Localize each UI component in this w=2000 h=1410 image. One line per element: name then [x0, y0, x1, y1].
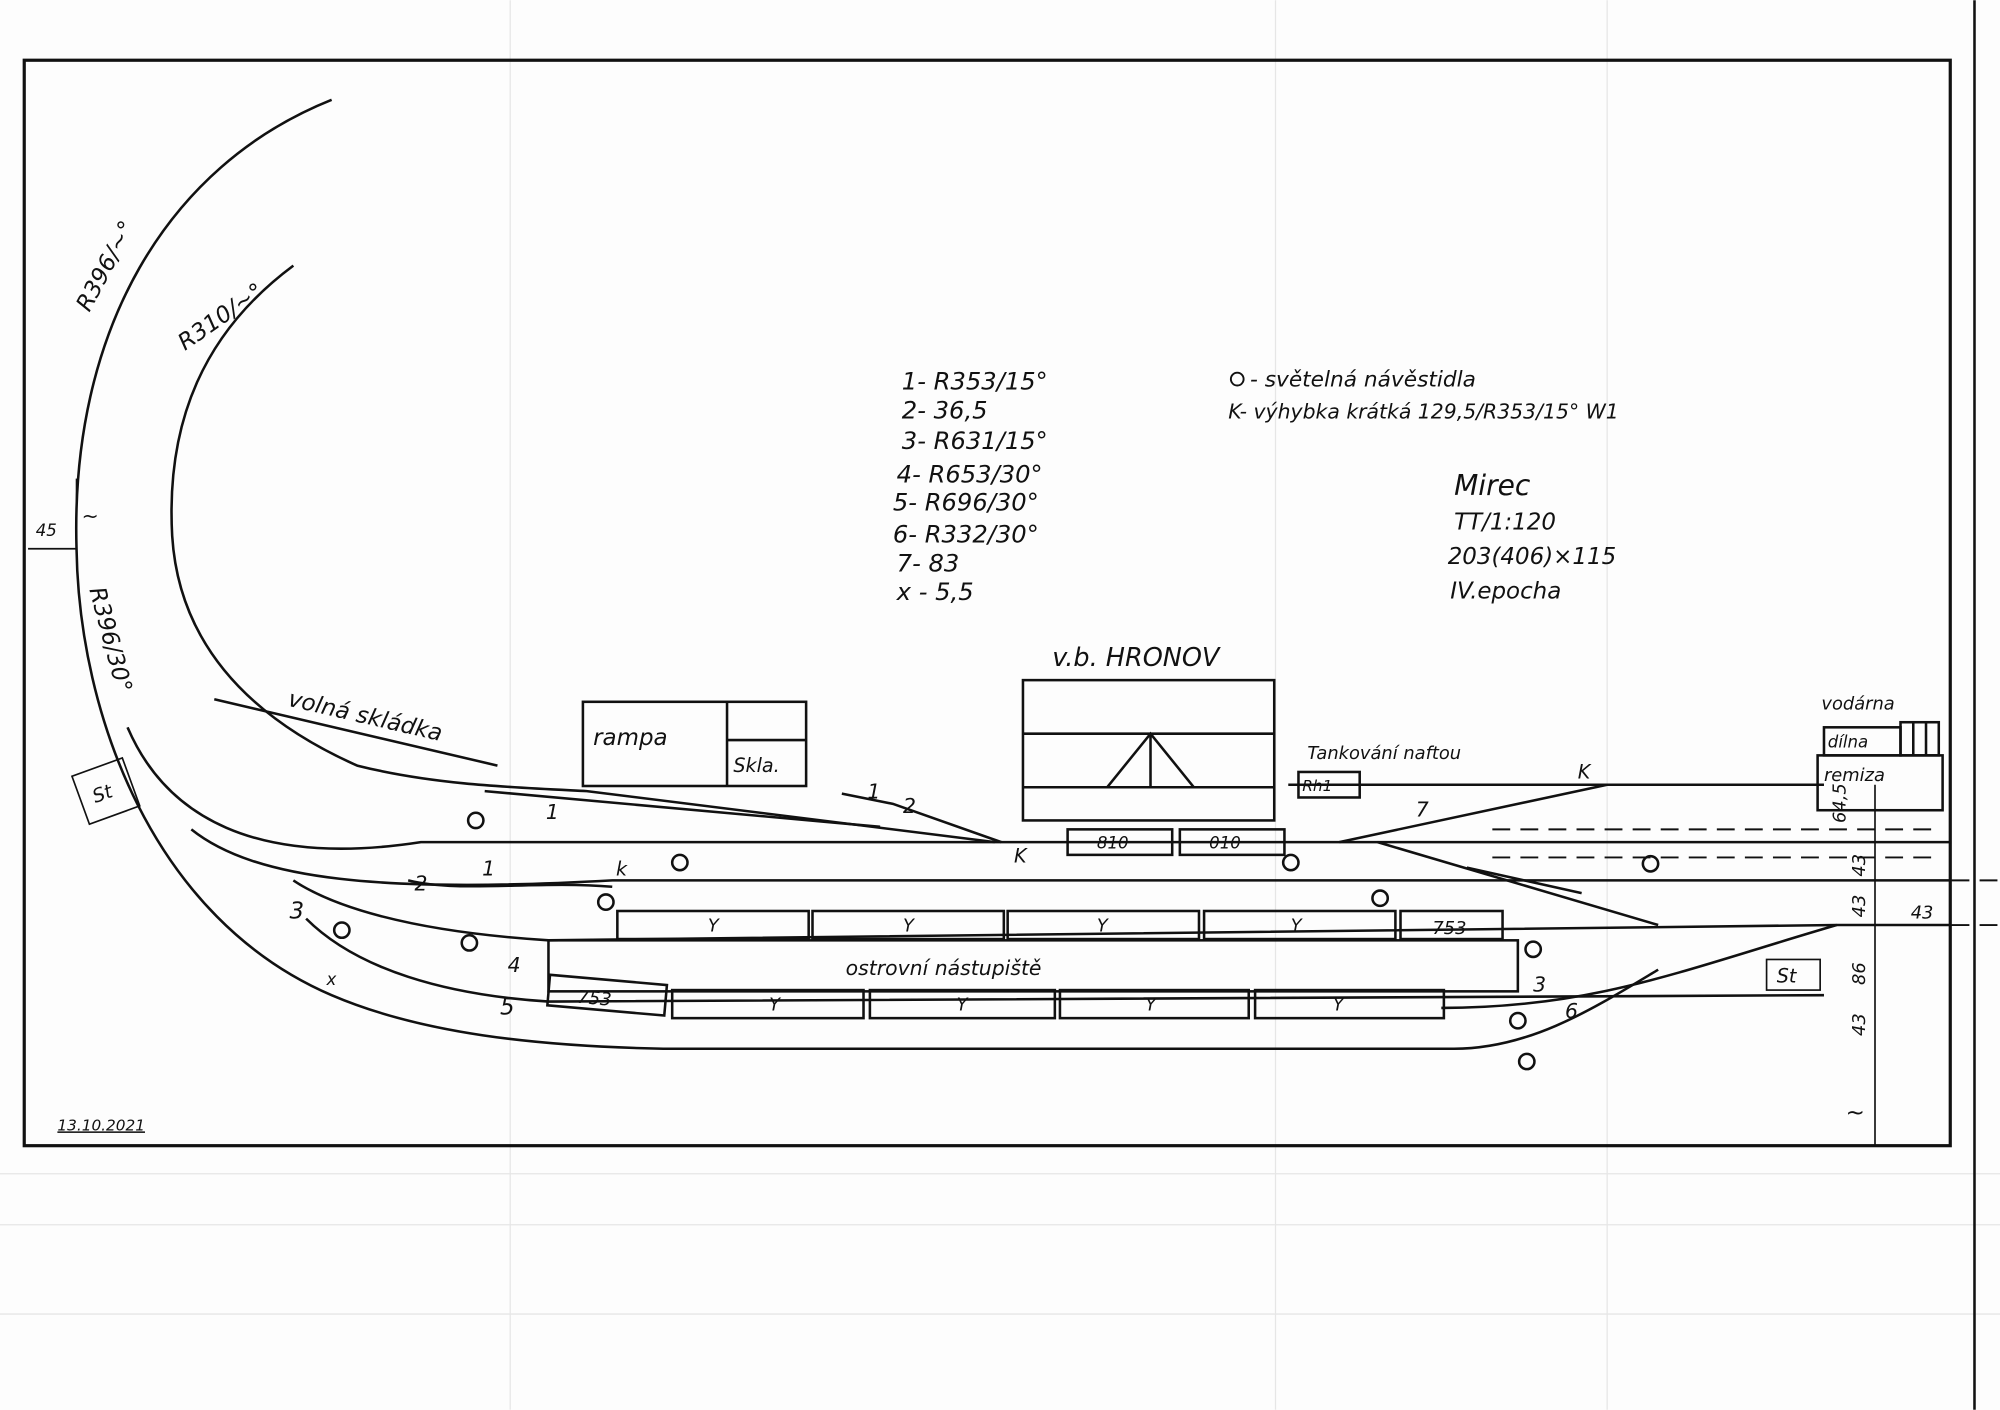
track-number: 3 [1533, 972, 1546, 996]
legend-item: 7- 83 [897, 550, 960, 578]
track-number: x [326, 970, 337, 989]
turnout-legend-text: K- výhybka krátká 129,5/R353/15° W1 [1228, 400, 1618, 424]
signal-legend-icon [1229, 371, 1245, 387]
station-name: v.b. HRONOV [1052, 643, 1221, 673]
wagon-label: Y [1291, 915, 1304, 936]
date: 13.10.2021 [57, 1116, 145, 1134]
wagon-label: Y [1097, 915, 1110, 936]
legend-item: 1- R353/15° [902, 367, 1048, 395]
wagon-label: Y [957, 994, 970, 1015]
author: Mirec [1454, 469, 1531, 502]
storage-label: Skla. [733, 754, 779, 777]
signal-icons [332, 811, 1660, 1071]
track-lines [74, 98, 2000, 1051]
ramp-label: rampa [593, 725, 667, 751]
wagon-label: 810 [1097, 833, 1129, 852]
yard-label: volná skládka [286, 686, 445, 747]
radius-inner: R310/~° [173, 278, 268, 356]
track-number: 1 [546, 800, 559, 824]
wagon-label: 753 [577, 987, 613, 1011]
dim-right: 43 [1849, 854, 1870, 877]
legend-item: 5- R696/30° [893, 488, 1039, 516]
fuel-label: Tankování naftou [1307, 743, 1461, 764]
dim-left-tilde: ~ [82, 504, 99, 528]
turnout-k: K [1578, 760, 1592, 783]
legend: 1- R353/15° 2- 36,5 3- R631/15° 4- R653/… [893, 367, 1619, 605]
dim-left: 45 [36, 521, 57, 540]
platform-label: ostrovní nástupiště [846, 956, 1042, 980]
wagon-label: Y [1145, 994, 1158, 1015]
wagon-label: Y [769, 994, 782, 1015]
track-number: 2 [415, 872, 428, 896]
wagons [545, 828, 1504, 1020]
track-number: 7 [1416, 798, 1429, 822]
st-left-label: St [89, 779, 117, 808]
dimensions: 203(406)×115 [1448, 544, 1616, 570]
track-number: 6 [1565, 999, 1578, 1023]
turnout-k: K [1014, 845, 1028, 868]
track-number: 1 [867, 780, 880, 804]
dim-right: 86 [1849, 962, 1870, 985]
workshop-label: dílna [1828, 733, 1868, 752]
track-numbers: 1 1 1 2 2 3 3 4 5 6 7 x K k K [290, 760, 1592, 1023]
dim-right: ~ [1846, 1100, 1865, 1126]
water-tower-label: vodárna [1821, 693, 1894, 714]
dimension-lines [28, 478, 1952, 1146]
scale: TT/1:120 [1454, 510, 1556, 536]
wagon-label: Y [903, 915, 916, 936]
wagon-label: Y [1333, 994, 1346, 1015]
signal-legend-text: - světelná návěstidla [1250, 368, 1476, 393]
track-number: 2 [903, 794, 916, 818]
legend-item: 3- R631/15° [902, 427, 1048, 455]
track-number: 4 [508, 953, 521, 977]
wagon-label: 753 [1432, 918, 1466, 939]
wagon-label: Y [708, 915, 721, 936]
epoch: IV.epocha [1450, 578, 1561, 604]
track-number: 1 [482, 856, 495, 880]
turnout-k: k [616, 857, 628, 880]
radius-outer: R396/~° [72, 217, 141, 316]
dim-right: 43 [1911, 903, 1934, 924]
engine-shed-label: remiza [1824, 765, 1885, 786]
layout-border [22, 58, 1952, 1148]
wagon-label: 010 [1209, 833, 1241, 852]
st-right-label: St [1777, 964, 1798, 987]
legend-item: x - 5,5 [896, 578, 974, 606]
legend-item: 4- R653/30° [897, 460, 1043, 488]
legend-item: 6- R332/30° [893, 520, 1039, 548]
dim-right: 43 [1849, 895, 1870, 918]
track-number: 3 [290, 899, 305, 925]
dim-right: 64,5 [1830, 783, 1851, 823]
fuel-box-label: Rh1 [1302, 777, 1332, 795]
legend-item: 2- 36,5 [902, 397, 988, 425]
layout-info: Mirec TT/1:120 203(406)×115 IV.epocha [1448, 469, 1616, 604]
dim-right: 43 [1849, 1013, 1870, 1036]
track-number: 5 [500, 994, 515, 1020]
